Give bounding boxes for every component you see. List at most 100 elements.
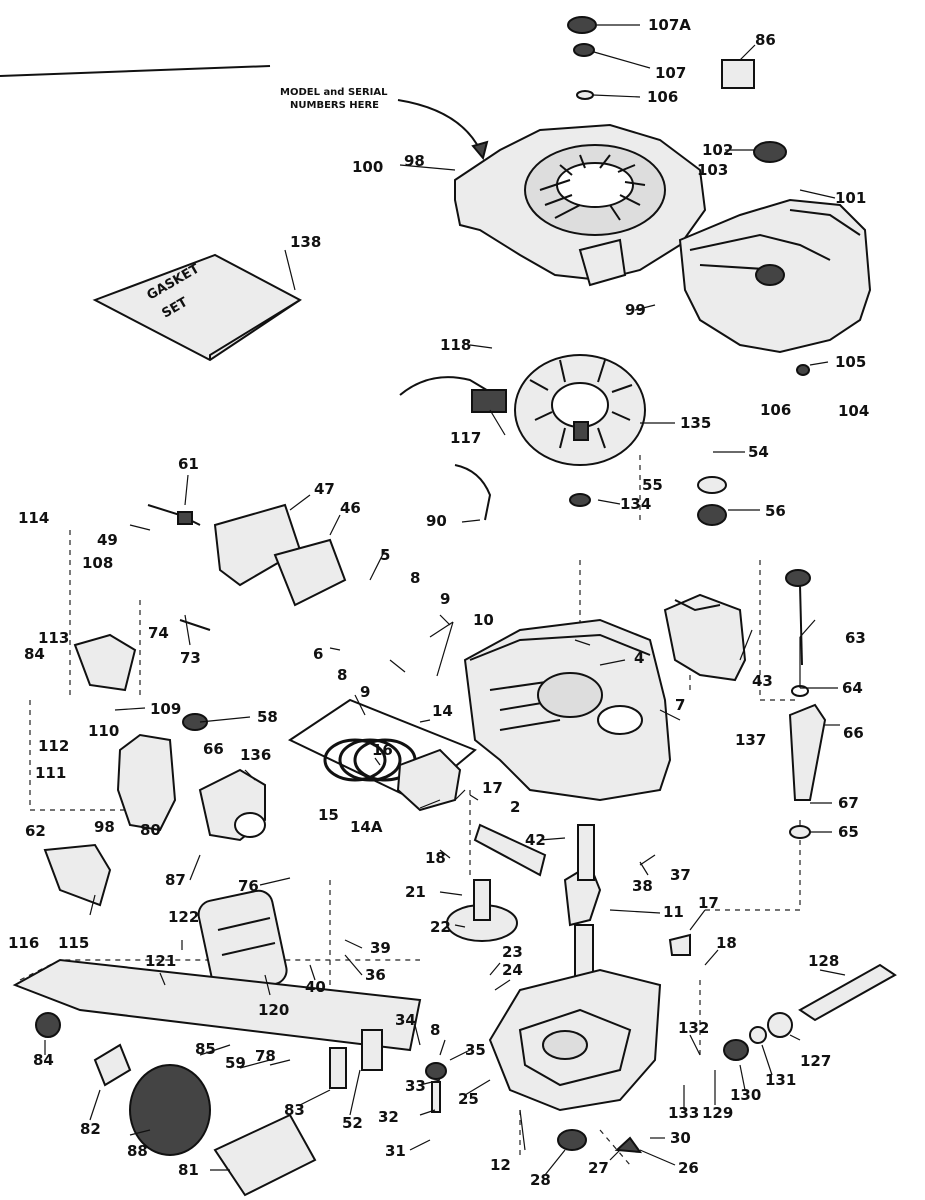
label-47: 47 <box>314 480 335 498</box>
blower-housing <box>454 123 707 287</box>
carburetor <box>116 733 266 842</box>
label-110: 110 <box>88 722 119 740</box>
label-134: 134 <box>620 495 651 513</box>
model-serial-note-line-2: NUMBERS HERE <box>290 100 379 111</box>
label-55: 55 <box>642 476 663 494</box>
label-38: 38 <box>632 877 653 895</box>
label-62: 62 <box>25 822 46 840</box>
label-100: 100 <box>352 158 383 176</box>
ignition-module <box>399 376 507 521</box>
label-88: 88 <box>127 1142 148 1160</box>
label-46: 46 <box>340 499 361 517</box>
label-31: 31 <box>385 1142 406 1160</box>
label-24: 24 <box>502 961 523 979</box>
label-18-b: 18 <box>716 934 737 952</box>
gasket-set-box: GASKET SET <box>92 253 302 362</box>
label-120: 120 <box>258 1001 289 1019</box>
label-34: 34 <box>395 1011 416 1029</box>
label-15: 15 <box>318 806 339 824</box>
label-118: 118 <box>440 336 471 354</box>
label-103: 103 <box>697 161 728 179</box>
label-81: 81 <box>178 1161 199 1179</box>
label-98-lower: 98 <box>94 818 115 836</box>
label-102: 102 <box>702 141 733 159</box>
note-arrow <box>397 99 489 161</box>
piston-assembly <box>287 698 477 812</box>
label-8-c: 8 <box>430 1021 440 1039</box>
small-hardware <box>35 16 810 1154</box>
label-56: 56 <box>765 502 786 520</box>
air-cleaner <box>12 958 422 1197</box>
label-30: 30 <box>670 1129 691 1147</box>
label-87: 87 <box>165 871 186 889</box>
model-serial-note-line-1: MODEL and SERIAL <box>280 87 388 98</box>
label-138: 138 <box>290 233 321 251</box>
dipstick <box>785 569 811 666</box>
label-117: 117 <box>450 429 481 447</box>
label-84-top: 84 <box>24 645 45 663</box>
label-9-b: 9 <box>360 683 370 701</box>
label-59: 59 <box>225 1054 246 1072</box>
label-8-b: 8 <box>337 666 347 684</box>
label-65: 65 <box>838 823 859 841</box>
label-52: 52 <box>342 1114 363 1132</box>
oil-fill-tube <box>788 703 827 839</box>
label-133: 133 <box>668 1104 699 1122</box>
label-2: 2 <box>510 798 520 816</box>
label-25: 25 <box>458 1090 479 1108</box>
label-43: 43 <box>752 672 773 690</box>
label-12: 12 <box>490 1156 511 1174</box>
label-106-mid: 106 <box>760 401 791 419</box>
label-26: 26 <box>678 1159 699 1177</box>
label-40: 40 <box>305 978 326 996</box>
cam-gear <box>446 879 518 942</box>
label-37: 37 <box>670 866 691 884</box>
label-35: 35 <box>465 1041 486 1059</box>
label-21: 21 <box>405 883 426 901</box>
label-84-bottom: 84 <box>33 1051 54 1069</box>
label-111: 111 <box>35 764 66 782</box>
label-32: 32 <box>378 1108 399 1126</box>
label-39: 39 <box>370 939 391 957</box>
label-129: 129 <box>702 1104 733 1122</box>
label-8-a: 8 <box>410 569 420 587</box>
label-14: 14 <box>432 702 453 720</box>
label-11: 11 <box>663 903 684 921</box>
label-63: 63 <box>845 629 866 647</box>
label-109: 109 <box>150 700 181 718</box>
label-137: 137 <box>735 731 766 749</box>
label-115: 115 <box>58 934 89 952</box>
label-90: 90 <box>426 512 447 530</box>
label-131: 131 <box>765 1071 796 1089</box>
label-136: 136 <box>240 746 271 764</box>
control-bracket <box>663 593 747 682</box>
label-98: 98 <box>404 152 425 170</box>
label-122: 122 <box>168 908 199 926</box>
label-106-top: 106 <box>647 88 678 106</box>
cylinder-block <box>463 618 672 802</box>
label-73: 73 <box>180 649 201 667</box>
label-4: 4 <box>634 649 644 667</box>
label-116: 116 <box>8 934 39 952</box>
label-22: 22 <box>430 918 451 936</box>
governor-linkage <box>43 633 137 907</box>
label-27: 27 <box>588 1159 609 1177</box>
label-42: 42 <box>525 831 546 849</box>
label-23: 23 <box>502 943 523 961</box>
label-105-top: 105 <box>835 353 866 371</box>
label-7: 7 <box>675 696 685 714</box>
label-6: 6 <box>313 645 323 663</box>
label-49: 49 <box>97 531 118 549</box>
label-83: 83 <box>284 1101 305 1119</box>
label-61: 61 <box>178 455 199 473</box>
label-99: 99 <box>625 301 646 319</box>
label-121: 121 <box>145 952 176 970</box>
frame-line <box>0 65 271 77</box>
leader-lines <box>44 24 846 1176</box>
label-76: 76 <box>238 877 259 895</box>
label-135: 135 <box>680 414 711 432</box>
label-66-right: 66 <box>843 724 864 742</box>
label-5: 5 <box>380 546 390 564</box>
label-9-a: 9 <box>440 590 450 608</box>
